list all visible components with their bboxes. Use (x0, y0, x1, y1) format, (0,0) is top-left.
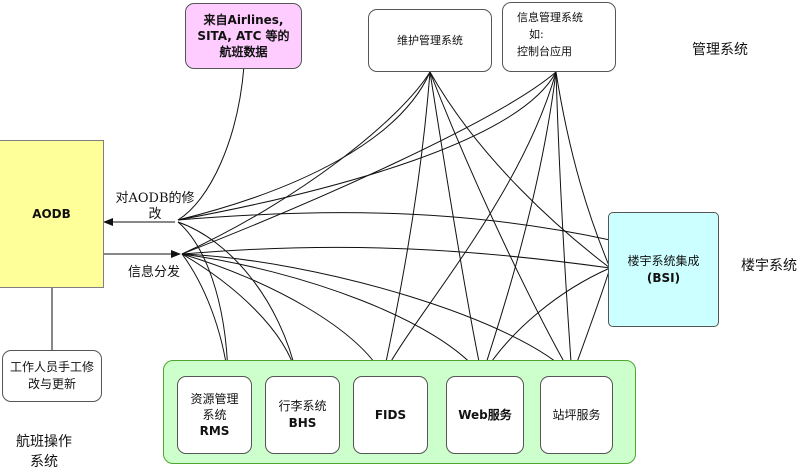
bsi-to-modify (177, 212, 611, 241)
dist-to-web (181, 253, 483, 377)
web-service-box: Web服务 (446, 376, 524, 454)
dist-to-maint (181, 71, 431, 255)
manual-line2: 改与更新 (27, 377, 76, 391)
info-mgmt-line3: 控制台应用 (517, 45, 572, 58)
maint-to-apron (429, 71, 573, 377)
apron-service-label: 站坪服务 (552, 407, 601, 422)
maint-to-web (429, 71, 483, 377)
aodb-label: AODB (32, 206, 71, 221)
modify-aodb-label: 对AODB的修 改 (110, 191, 200, 223)
web-service-label: Web服务 (458, 407, 512, 422)
rms-line2: 系统 (202, 408, 227, 422)
dist-to-apron (181, 253, 573, 377)
bhs-to-modify (177, 221, 298, 377)
bhs-line2: BHS (288, 416, 317, 430)
bhs-line1: 行李系统 (278, 399, 327, 413)
dist-to-info (181, 71, 557, 255)
info-mgmt-line2: 如: (529, 28, 544, 41)
ops-line1: 航班操作 (16, 434, 72, 450)
manual-update-box: 工作人员手工修 改与更新 (2, 350, 102, 402)
bhs-box: 行李系统 BHS (265, 376, 340, 454)
airlines-line1: 来自Airlines, (203, 13, 284, 27)
maintenance-system-box: 维护管理系统 (368, 9, 492, 72)
ops-line2: 系统 (30, 454, 58, 470)
bsi-to-web (481, 267, 611, 377)
distribute-label: 信息分发 (128, 265, 181, 280)
modify-line2: 改 (148, 207, 162, 222)
info-mgmt-line1: 信息管理系统 (517, 11, 583, 24)
dist-to-bsi (181, 246, 611, 269)
bsi-line2: (BSI) (646, 270, 681, 285)
management-system-label: 管理系统 (692, 42, 748, 58)
info-to-fids (382, 71, 557, 377)
fids-box: FIDS (353, 376, 428, 454)
bsi-box: 楼宇系统集成 (BSI) (608, 212, 719, 327)
maint-to-bsi (429, 71, 611, 269)
airlines-line2: SITA, ATC 等的 (197, 29, 290, 43)
rms-line3: RMS (199, 424, 230, 438)
rms-line1: 资源管理 (190, 392, 239, 406)
aodb-box: AODB (0, 140, 104, 288)
dist-to-bhs (181, 253, 298, 377)
info-management-box: 信息管理系统 如: 控制台应用 (502, 2, 616, 72)
airlines-to-modify (177, 65, 245, 221)
dist-to-fids (181, 253, 384, 377)
maint-to-fids (382, 71, 431, 377)
bsi-line1: 楼宇系统集成 (627, 253, 700, 268)
manual-line1: 工作人员手工修 (9, 360, 94, 374)
flight-ops-system-label: 航班操作 系统 (16, 432, 72, 472)
info-to-modify (177, 71, 557, 221)
airlines-line3: 航班数据 (219, 45, 268, 59)
info-to-bsi (555, 71, 611, 269)
info-to-apron (555, 71, 573, 377)
info-to-web (481, 71, 557, 377)
rms-box: 资源管理 系统 RMS (177, 376, 252, 454)
dist-to-rms (181, 253, 229, 377)
apron-service-box: 站坪服务 (540, 376, 613, 454)
airlines-data-box: 来自Airlines, SITA, ATC 等的 航班数据 (185, 3, 302, 69)
maintenance-system-label: 维护管理系统 (397, 34, 463, 47)
rms-to-modify (177, 221, 229, 377)
building-system-label: 楼宇系统 (741, 258, 797, 274)
fids-label: FIDS (374, 407, 407, 422)
modify-line1: 对AODB的修 (115, 191, 195, 206)
maint-to-modify (177, 71, 431, 221)
